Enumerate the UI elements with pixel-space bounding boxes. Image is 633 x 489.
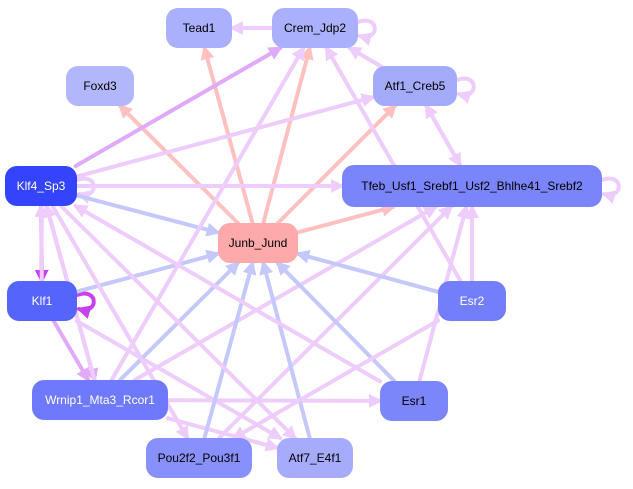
edge-pou2f2-to-junb_jund (202, 260, 257, 440)
node-tead1[interactable]: Tead1 (166, 8, 232, 48)
node-label: Foxd3 (83, 79, 117, 93)
edge-junb_jund-to-foxd3 (118, 104, 240, 225)
edge-atf7_e4f1-to-junb_jund (259, 260, 312, 440)
node-box[interactable] (373, 66, 457, 106)
node-junb-jund[interactable]: Junb_Jund (218, 223, 298, 263)
node-box[interactable] (272, 8, 358, 48)
node-klf4-sp3[interactable]: Klf4_Sp3 (5, 166, 77, 206)
edge-klf4_sp3-to-crem_jdp2 (73, 46, 283, 168)
edge-klf4_sp3-to-atf7_e4f1 (59, 204, 297, 440)
node-tfeb[interactable]: Tfeb_Usf1_Srebf1_Usf2_Bhlhe41_Srebf2 (342, 165, 602, 207)
node-box[interactable] (438, 281, 506, 321)
node-box[interactable] (5, 166, 77, 206)
edge-junb_jund-to-crem_jdp2 (261, 45, 314, 225)
edge-esr1-to-junb_jund (275, 261, 397, 383)
node-box[interactable] (218, 223, 298, 263)
edge-klf1-to-atf7_e4f1 (74, 319, 283, 440)
edge-klf1-to-wrnip1 (51, 319, 91, 383)
node-label: Wrnip1_Mta3_Rcor1 (45, 393, 155, 407)
edge-wrnip1-to-crem_jdp2 (109, 45, 306, 382)
edge-klf4_sp3-to-klf4_sp3 (75, 176, 96, 204)
edge-klf1-to-klf4_sp3 (34, 203, 49, 283)
node-box[interactable] (342, 165, 602, 207)
node-label: Pou2f2_Pou3f1 (158, 451, 241, 465)
node-crem-jdp2[interactable]: Crem_Jdp2 (272, 8, 358, 48)
node-esr2[interactable]: Esr2 (438, 281, 506, 321)
node-label: Atf7_E4f1 (289, 451, 342, 465)
edge-tfeb-to-atf1_creb5 (424, 103, 462, 167)
edge-wrnip1-to-tfeb (132, 205, 438, 382)
node-pou2f2[interactable]: Pou2f2_Pou3f1 (146, 438, 252, 478)
node-box[interactable] (166, 8, 232, 48)
node-esr1[interactable]: Esr1 (380, 381, 448, 421)
node-atf7-e4f1[interactable]: Atf7_E4f1 (277, 438, 353, 478)
edge-klf4_sp3-to-atf1_creb5 (75, 93, 376, 179)
node-label: Crem_Jdp2 (284, 21, 346, 35)
node-box[interactable] (32, 380, 168, 420)
node-box[interactable] (66, 66, 134, 106)
node-klf1[interactable]: Klf1 (7, 281, 77, 321)
edge-junb_jund-to-atf1_creb5 (276, 104, 397, 225)
node-atf1-creb5[interactable]: Atf1_Creb5 (373, 66, 457, 106)
edge-wrnip1-to-esr1 (166, 393, 383, 408)
node-label: Esr2 (460, 294, 485, 308)
edge-atf1_creb5-to-crem_jdp2 (347, 46, 383, 68)
edge-esr2-to-junb_jund (295, 249, 440, 294)
edge-klf4_sp3-to-junb_jund (75, 193, 221, 237)
edge-esr2-to-crem_jdp2 (324, 45, 463, 283)
node-label: Tead1 (183, 21, 216, 35)
edge-klf1-to-klf1 (75, 291, 96, 319)
node-label: Tfeb_Usf1_Srebf1_Usf2_Bhlhe41_Srebf2 (361, 179, 583, 193)
node-box[interactable] (277, 438, 353, 478)
node-box[interactable] (146, 438, 252, 478)
edge-esr2-to-pou2f2 (231, 318, 440, 440)
node-label: Klf1 (32, 294, 53, 308)
edge-junb_jund-to-tfeb (296, 203, 396, 235)
node-label: Junb_Jund (229, 236, 288, 250)
node-label: Klf4_Sp3 (17, 179, 66, 193)
node-box[interactable] (7, 281, 77, 321)
edge-atf1_creb5-to-atf1_creb5 (455, 76, 476, 104)
node-wrnip1[interactable]: Wrnip1_Mta3_Rcor1 (32, 380, 168, 420)
edge-tfeb-to-tfeb (600, 176, 621, 204)
node-label: Esr1 (402, 394, 427, 408)
node-box[interactable] (380, 381, 448, 421)
node-label: Atf1_Creb5 (385, 79, 446, 93)
edge-crem_jdp2-to-crem_jdp2 (356, 18, 377, 46)
node-foxd3[interactable]: Foxd3 (66, 66, 134, 106)
edge-esr1-to-klf4_sp3 (73, 204, 382, 384)
